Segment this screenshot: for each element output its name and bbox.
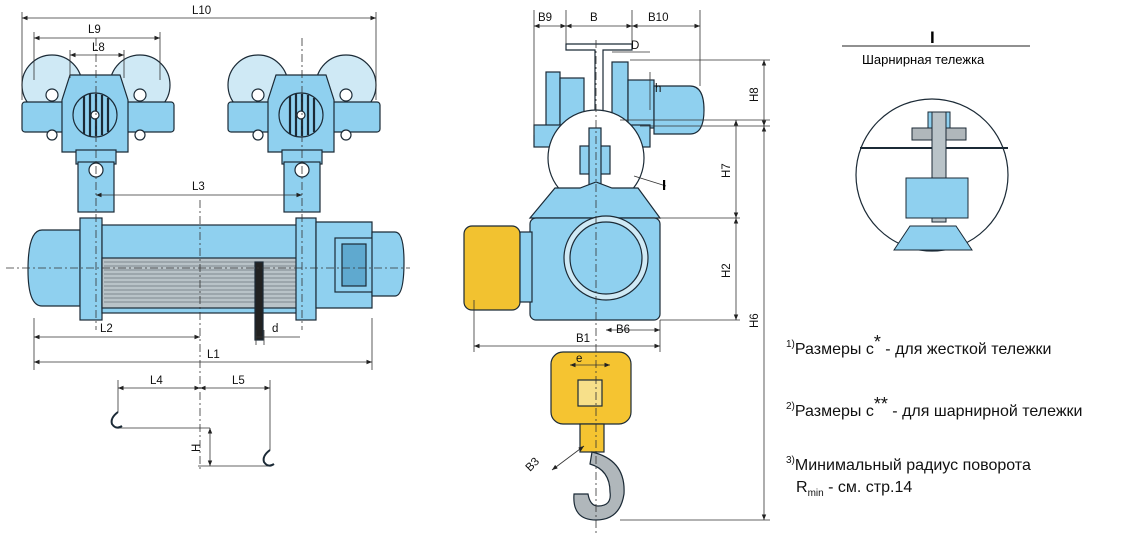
dim-e: e — [576, 353, 582, 365]
note-1-mark: * — [873, 332, 881, 352]
detail-caption: Шарнирная тележка — [862, 52, 985, 67]
trolley-left — [21, 54, 175, 213]
dim-B3: B3 — [524, 456, 542, 474]
dim-H8: H8 — [749, 87, 761, 102]
dim-H: H — [191, 444, 203, 452]
dim-B10: B10 — [648, 12, 668, 24]
note-3-r: R — [796, 479, 808, 496]
end-view — [463, 43, 705, 521]
trolley-right — [227, 54, 381, 213]
detail-title: I — [930, 28, 935, 47]
dim-H6: H6 — [749, 313, 761, 328]
note-1-number: 1) — [786, 339, 795, 350]
dim-L10: L10 — [192, 5, 211, 17]
note-2: 2)Размеры с** - для шарнирной тележки — [786, 395, 1083, 420]
detail-marker: I — [662, 177, 666, 194]
dim-h: h — [655, 83, 661, 95]
dim-L4: L4 — [150, 375, 163, 387]
note-2-text: Размеры с — [794, 403, 874, 420]
dim-B1: B1 — [576, 333, 590, 345]
note-1-desc: - для жесткой тележки — [880, 341, 1052, 358]
note-3-line2: Rmin - см. стр.14 — [796, 480, 912, 499]
dim-H2: H2 — [721, 263, 733, 278]
dim-L5: L5 — [232, 375, 245, 387]
dim-B: B — [590, 12, 598, 24]
dim-B9: B9 — [538, 12, 552, 24]
end-view-labels: B9 B B10 D h H8 H7 H2 H6 B1 B6 e B3 I — [524, 12, 761, 474]
detail-view — [842, 45, 1030, 252]
dim-L3: L3 — [192, 181, 205, 193]
note-2-mark: ** — [873, 394, 888, 414]
dim-L9: L9 — [88, 24, 101, 36]
side-hooks — [110, 411, 275, 467]
note-1-text: Размеры с — [794, 341, 874, 358]
note-3-number: 3) — [786, 455, 795, 466]
hoist-body — [27, 217, 405, 341]
dim-L2: L2 — [100, 323, 113, 335]
side-view-labels: L10 L9 L8 L3 L2 d L1 L4 L5 H — [88, 5, 278, 452]
dim-B6: B6 — [616, 324, 630, 336]
note-1: 1)Размеры с* - для жесткой тележки — [786, 333, 1051, 358]
note-3: 3)Минимальный радиус поворота — [786, 456, 1031, 474]
side-view — [21, 54, 405, 341]
dim-L1: L1 — [207, 349, 220, 361]
dim-L8: L8 — [92, 42, 105, 54]
note-3-sub: min — [807, 488, 824, 499]
note-3-ref: - см. стр.14 — [823, 479, 913, 496]
side-view-dimension-lines — [6, 12, 410, 470]
dim-d: d — [272, 323, 278, 335]
end-view-dimension-lines — [473, 10, 770, 535]
note-3-text: Минимальный радиус поворота — [794, 457, 1031, 474]
dim-D: D — [631, 40, 639, 52]
note-2-number: 2) — [786, 401, 795, 412]
dim-H7: H7 — [721, 163, 733, 178]
note-2-desc: - для шарнирной тележки — [887, 403, 1083, 420]
